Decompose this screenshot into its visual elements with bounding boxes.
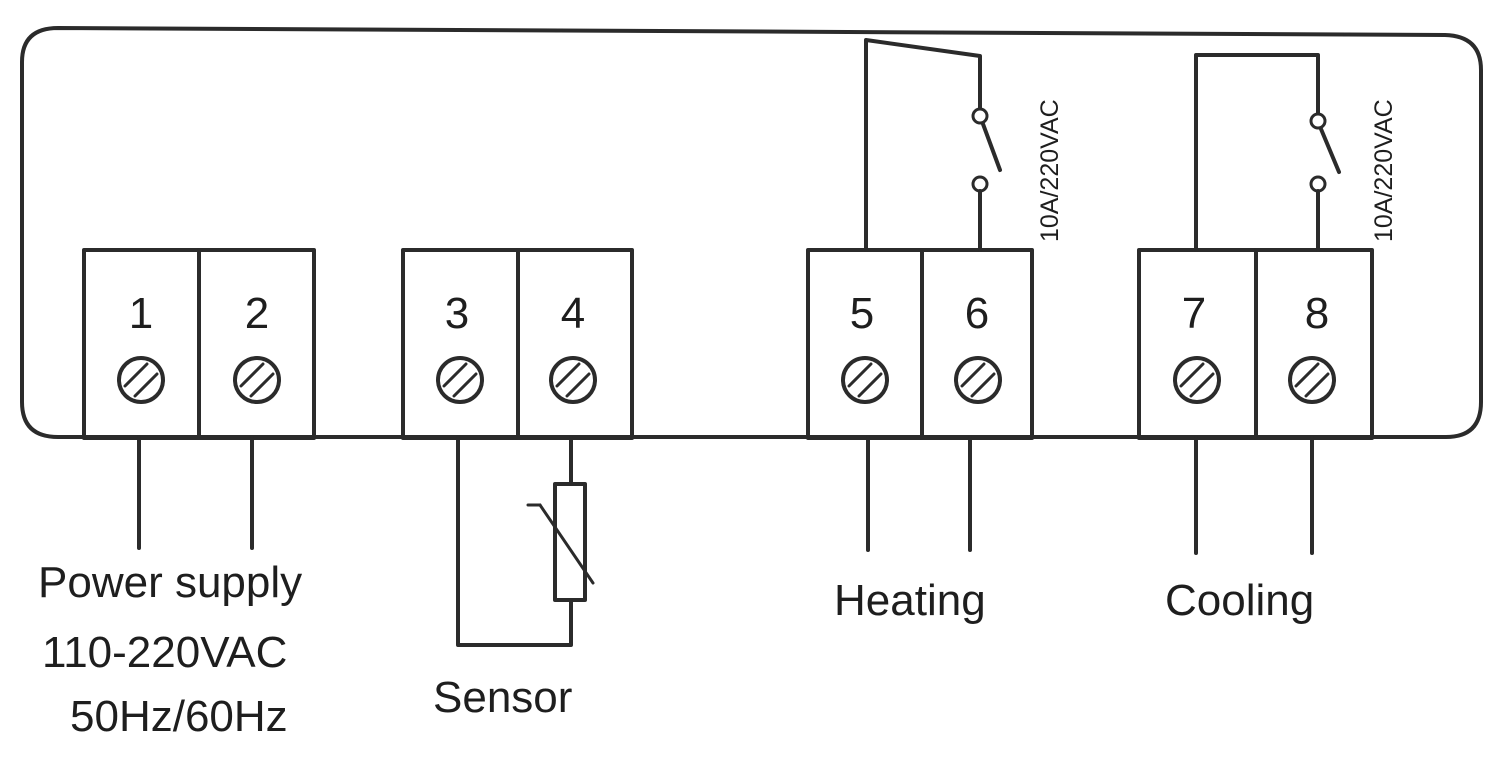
terminal-8-screw-icon <box>1288 356 1336 404</box>
sensor-circuit <box>456 436 595 647</box>
terminal-block-sensor: 3 4 <box>401 248 634 440</box>
terminal-block-power: 1 2 <box>82 248 316 440</box>
terminal-3 <box>401 248 520 440</box>
terminal-3-number: 3 <box>445 289 469 338</box>
terminal-7-number: 7 <box>1182 289 1206 338</box>
thermistor-icon <box>526 482 595 602</box>
power-frequency-label: 50Hz/60Hz <box>70 692 288 741</box>
terminal-1-number: 1 <box>129 289 153 338</box>
terminal-1-screw-icon <box>117 356 165 404</box>
cooling-rating-label: 10A/220VAC <box>1370 99 1398 242</box>
terminal-4 <box>516 248 634 440</box>
terminal-3-screw-icon <box>436 356 484 404</box>
heating-relay <box>864 38 1002 252</box>
terminal-block-cooling: 7 8 <box>1137 248 1374 440</box>
heating-relay-contact-bottom <box>971 175 989 193</box>
terminal-5 <box>806 248 924 440</box>
heating-relay-switch-blade <box>981 122 1002 172</box>
terminal-5-screw-icon <box>841 356 889 404</box>
heating-relay-wire <box>864 38 982 252</box>
cooling-relay-contact-top <box>1309 112 1327 130</box>
cooling-relay-wire <box>1194 53 1320 252</box>
power-voltage-label: 110-220VAC <box>42 628 287 677</box>
terminal-2 <box>197 248 316 440</box>
sensor-label: Sensor <box>433 673 572 722</box>
terminal-6-screw-icon <box>954 356 1002 404</box>
terminal-4-number: 4 <box>561 289 585 338</box>
cooling-relay-contact-bottom <box>1309 175 1327 193</box>
terminal-2-screw-icon <box>233 356 281 404</box>
terminal-8-number: 8 <box>1305 289 1329 338</box>
cooling-relay-switch-blade <box>1319 127 1341 174</box>
terminal-block-heating: 5 6 <box>806 248 1034 440</box>
sensor-loop-wire <box>456 436 573 647</box>
terminal-6 <box>920 248 1034 440</box>
cooling-label: Cooling <box>1165 576 1314 625</box>
heating-label: Heating <box>834 576 986 625</box>
terminal-6-number: 6 <box>965 289 989 338</box>
terminal-1 <box>82 248 201 440</box>
heating-relay-contact-top <box>971 107 989 125</box>
terminal-2-number: 2 <box>245 289 269 338</box>
heating-rating-label: 10A/220VAC <box>1036 99 1064 242</box>
controller-housing <box>20 26 1483 439</box>
power-supply-label: Power supply <box>38 558 302 607</box>
terminal-7 <box>1137 248 1258 440</box>
terminal-8 <box>1254 248 1374 440</box>
terminal-7-screw-icon <box>1173 356 1221 404</box>
terminal-4-screw-icon <box>549 356 597 404</box>
terminal-5-number: 5 <box>850 289 874 338</box>
cooling-relay <box>1194 53 1341 252</box>
